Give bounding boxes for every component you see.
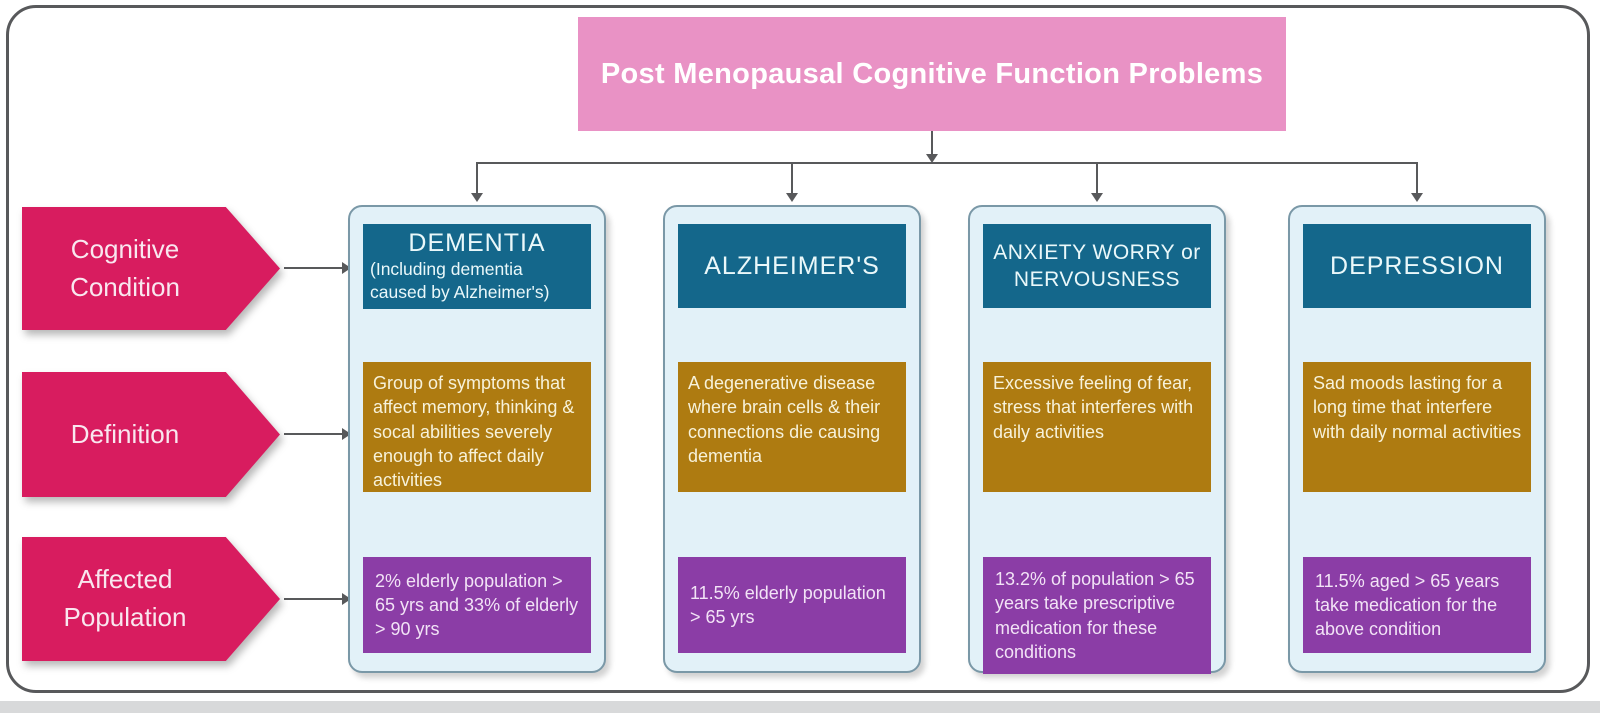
population-text: 11.5% elderly population > 65 yrs [690,582,886,627]
connector-row-population [284,593,351,605]
row-label-definition: Definition [22,372,280,497]
connector-drop-anxiety [1091,162,1103,202]
population-box: 11.5% aged > 65 years take medication fo… [1303,557,1531,653]
condition-subtitle: (Including dementia caused by Alzheimer'… [370,259,550,302]
condition-title: ANXIETY WORRY or NERVOUSNESS [993,240,1201,291]
row-label-affected-population: Affected Population [22,537,280,661]
connector-row-cognitive [284,262,351,274]
condition-title: DEPRESSION [1330,251,1504,280]
condition-title: ALZHEIMER'S [704,251,880,280]
connector-drop-depression [1411,162,1423,202]
condition-header: ANXIETY WORRY or NERVOUSNESS [983,224,1211,308]
row-label-cognitive-condition: Cognitive Condition [22,207,280,330]
page-background-strip [0,701,1600,713]
arrow-shape: Definition [22,372,280,497]
population-text: 13.2% of population > 65 years take pres… [995,569,1195,662]
column-depression: DEPRESSION Sad moods lasting for a long … [1288,205,1546,673]
condition-header: ALZHEIMER'S [678,224,906,308]
connector-drop-dementia [471,162,483,202]
column-alzheimers: ALZHEIMER'S A degenerative disease where… [663,205,921,673]
connector-row-definition [284,428,351,440]
definition-box: Sad moods lasting for a long time that i… [1303,362,1531,492]
population-box: 2% elderly population > 65 yrs and 33% o… [363,557,591,653]
population-text: 2% elderly population > 65 yrs and 33% o… [375,570,579,640]
row-label-text: Cognitive Condition [70,233,180,302]
arrow-shape: Cognitive Condition [22,207,280,330]
condition-header: DEPRESSION [1303,224,1531,308]
definition-box: Group of symptoms that affect memory, th… [363,362,591,492]
population-box: 11.5% elderly population > 65 yrs [678,557,906,653]
row-label-text: Affected Population [63,564,187,632]
outer-border [6,5,1590,693]
connector-drop-alzheimers [786,162,798,202]
definition-box: Excessive feeling of fear, stress that i… [983,362,1211,492]
condition-header: DEMENTIA (Including dementia caused by A… [363,224,591,309]
definition-box: A degenerative disease where brain cells… [678,362,906,492]
condition-title: DEMENTIA [408,229,546,257]
connector-title-drop [926,131,938,163]
row-label-text: Definition [70,418,180,449]
population-box: 13.2% of population > 65 years take pres… [983,557,1211,675]
page-title: Post Menopausal Cognitive Function Probl… [578,17,1286,131]
column-anxiety: ANXIETY WORRY or NERVOUSNESS Excessive f… [968,205,1226,675]
population-text: 11.5% aged > 65 years take medication fo… [1315,570,1500,640]
arrow-shape: Affected Population [22,537,280,661]
column-dementia: DEMENTIA (Including dementia caused by A… [348,205,606,673]
connector-horizontal-line [476,162,1418,164]
